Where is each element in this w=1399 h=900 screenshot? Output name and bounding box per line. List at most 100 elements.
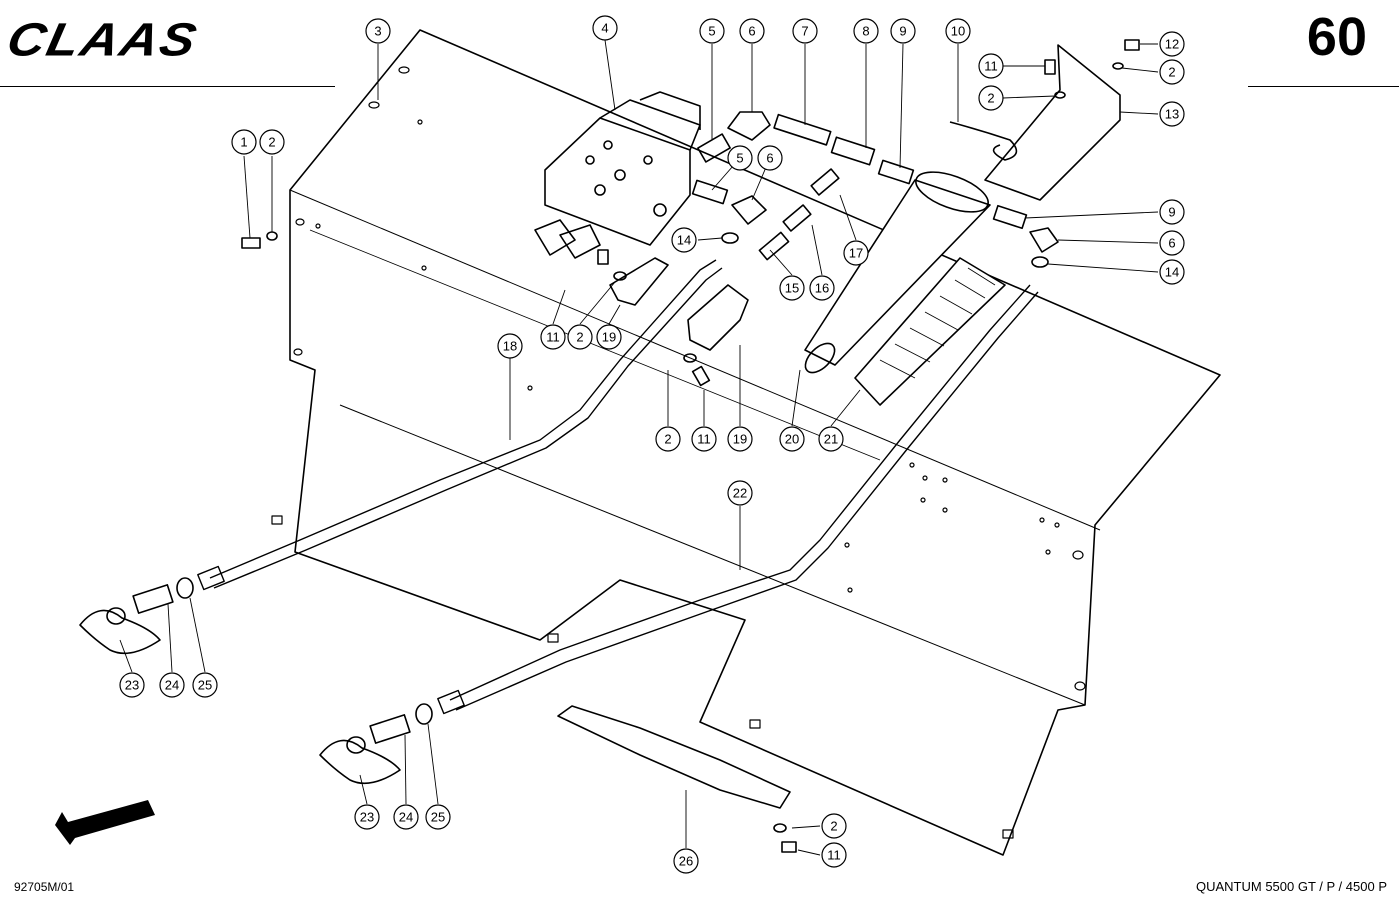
svg-text:15: 15 <box>785 281 799 296</box>
callout-11: 11 <box>978 53 1004 79</box>
svg-text:23: 23 <box>360 810 374 825</box>
callout-14: 14 <box>671 227 697 253</box>
svg-text:24: 24 <box>399 810 413 825</box>
svg-text:25: 25 <box>431 810 445 825</box>
svg-text:2: 2 <box>268 135 275 150</box>
svg-text:14: 14 <box>1165 265 1179 280</box>
svg-text:6: 6 <box>748 24 755 39</box>
svg-text:19: 19 <box>733 432 747 447</box>
callout-2: 2 <box>259 129 285 155</box>
svg-text:9: 9 <box>1168 205 1175 220</box>
svg-text:2: 2 <box>830 819 837 834</box>
model-label: QUANTUM 5500 GT / P / 4500 P <box>1196 879 1387 894</box>
svg-text:25: 25 <box>198 678 212 693</box>
svg-text:4: 4 <box>601 21 608 36</box>
callout-11: 11 <box>821 842 847 868</box>
callout-2: 2 <box>821 813 847 839</box>
guard-strip-26 <box>557 705 791 809</box>
callout-18: 18 <box>497 333 523 359</box>
svg-text:13: 13 <box>1165 107 1179 122</box>
callout-2: 2 <box>1159 59 1185 85</box>
svg-text:1: 1 <box>240 135 247 150</box>
callout-24: 24 <box>393 804 419 830</box>
callout-25: 25 <box>425 804 451 830</box>
filter-element <box>854 257 1006 406</box>
svg-text:7: 7 <box>801 24 808 39</box>
svg-text:6: 6 <box>1168 236 1175 251</box>
callout-10: 10 <box>945 18 971 44</box>
svg-text:23: 23 <box>125 678 139 693</box>
svg-text:12: 12 <box>1165 37 1179 52</box>
callout-11: 11 <box>691 426 717 452</box>
svg-text:2: 2 <box>664 432 671 447</box>
callout-23: 23 <box>119 672 145 698</box>
filter-housing <box>804 171 991 374</box>
svg-text:21: 21 <box>824 432 838 447</box>
callout-5: 5 <box>699 18 725 44</box>
svg-text:8: 8 <box>862 24 869 39</box>
coupling-set-lower <box>319 703 433 785</box>
svg-text:18: 18 <box>503 339 517 354</box>
callout-17: 17 <box>843 240 869 266</box>
svg-text:14: 14 <box>677 233 691 248</box>
svg-text:22: 22 <box>733 486 747 501</box>
callout-25: 25 <box>192 672 218 698</box>
svg-text:11: 11 <box>827 848 841 863</box>
svg-text:2: 2 <box>576 330 583 345</box>
bracket-19-upper <box>609 257 669 306</box>
callout-24: 24 <box>159 672 185 698</box>
callout-21: 21 <box>818 426 844 452</box>
callout-19: 19 <box>727 426 753 452</box>
hose-22 <box>437 284 1039 715</box>
callout-8: 8 <box>853 18 879 44</box>
svg-text:11: 11 <box>546 330 560 345</box>
svg-text:11: 11 <box>697 432 711 447</box>
svg-text:20: 20 <box>785 432 799 447</box>
coupling-set-upper <box>79 577 194 655</box>
callout-15: 15 <box>779 275 805 301</box>
svg-text:5: 5 <box>708 24 715 39</box>
direction-arrow <box>55 800 155 845</box>
callout-19: 19 <box>596 324 622 350</box>
callout-22: 22 <box>727 480 753 506</box>
callout-2: 2 <box>567 324 593 350</box>
svg-text:26: 26 <box>679 854 693 869</box>
svg-text:19: 19 <box>602 330 616 345</box>
leader-lines <box>119 39 1159 856</box>
callout-3: 3 <box>365 18 391 44</box>
svg-text:16: 16 <box>815 281 829 296</box>
callout-6: 6 <box>757 145 783 171</box>
bracket-13 <box>984 44 1121 201</box>
callout-26: 26 <box>673 848 699 874</box>
callout-14: 14 <box>1159 259 1185 285</box>
callout-6: 6 <box>739 18 765 44</box>
clip-10 <box>949 121 1018 161</box>
callout-13: 13 <box>1159 101 1185 127</box>
page-number: 60 <box>1306 7 1367 67</box>
callout-1: 1 <box>231 129 257 155</box>
screws <box>241 39 1140 853</box>
callout-7: 7 <box>792 18 818 44</box>
callout-11: 11 <box>540 324 566 350</box>
svg-text:6: 6 <box>766 151 773 166</box>
callout-5: 5 <box>727 145 753 171</box>
svg-text:3: 3 <box>374 24 381 39</box>
svg-text:24: 24 <box>165 678 179 693</box>
document-number: 92705M/01 <box>14 880 75 894</box>
callout-16: 16 <box>809 275 835 301</box>
fittings-row <box>691 111 1059 268</box>
callout-4: 4 <box>592 15 618 41</box>
callout-9: 9 <box>1159 199 1185 225</box>
svg-text:17: 17 <box>849 246 863 261</box>
mounting-plate <box>289 29 1221 856</box>
svg-text:10: 10 <box>951 24 965 39</box>
svg-text:2: 2 <box>1168 65 1175 80</box>
header-rule-left <box>0 86 335 87</box>
bracket-19-lower <box>687 284 749 351</box>
hose-18 <box>197 259 723 591</box>
callout-20: 20 <box>779 426 805 452</box>
callout-12: 12 <box>1159 31 1185 57</box>
control-valve-block <box>534 91 701 259</box>
